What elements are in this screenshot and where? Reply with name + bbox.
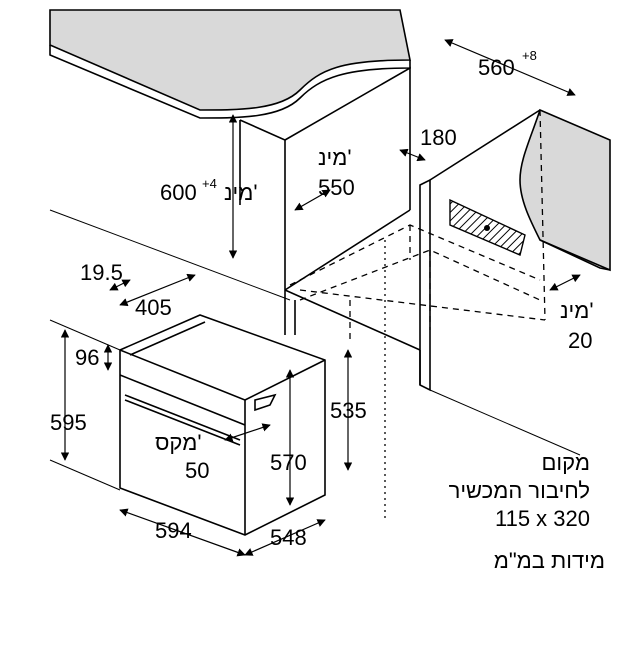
dim-20: 20 bbox=[568, 328, 592, 353]
connection-note-line2: לחיבור המכשיר bbox=[449, 478, 590, 503]
dim-560: 560 bbox=[478, 55, 515, 80]
dim-570: 570 bbox=[270, 450, 307, 475]
dim-180: 180 bbox=[420, 125, 457, 150]
min-label-550: מינ' bbox=[318, 145, 352, 170]
min-label-20: מינ' bbox=[560, 298, 594, 323]
connection-size: 115 x 320 bbox=[495, 506, 590, 531]
oven-body bbox=[119, 314, 326, 536]
dim-548: 548 bbox=[270, 525, 307, 550]
dim-600: 600 bbox=[160, 180, 197, 205]
min-label-600: מינ' bbox=[224, 180, 258, 205]
dim-560-tolerance: +8 bbox=[522, 48, 537, 63]
dim-max-50: 50 bbox=[185, 458, 209, 483]
units-note: מידות במ"מ bbox=[494, 548, 605, 573]
dim-600-tolerance: +4 bbox=[202, 176, 217, 191]
dim-550: 550 bbox=[318, 175, 355, 200]
floor-lines bbox=[49, 209, 581, 491]
connection-note-line1: מקום bbox=[541, 450, 590, 475]
dim-535: 535 bbox=[330, 398, 367, 423]
dim-96: 96 bbox=[75, 345, 99, 370]
dim-594: 594 bbox=[155, 518, 192, 543]
max-label: מקס' bbox=[155, 430, 202, 455]
dim-595: 595 bbox=[50, 410, 87, 435]
dim-405: 405 bbox=[135, 295, 172, 320]
dimension-arrows bbox=[60, 39, 581, 557]
right-countertop bbox=[519, 108, 611, 272]
left-countertop bbox=[49, 9, 411, 119]
connection-area bbox=[449, 198, 526, 256]
hidden-lines bbox=[289, 109, 546, 520]
dim-19-5: 19.5 bbox=[80, 260, 123, 285]
